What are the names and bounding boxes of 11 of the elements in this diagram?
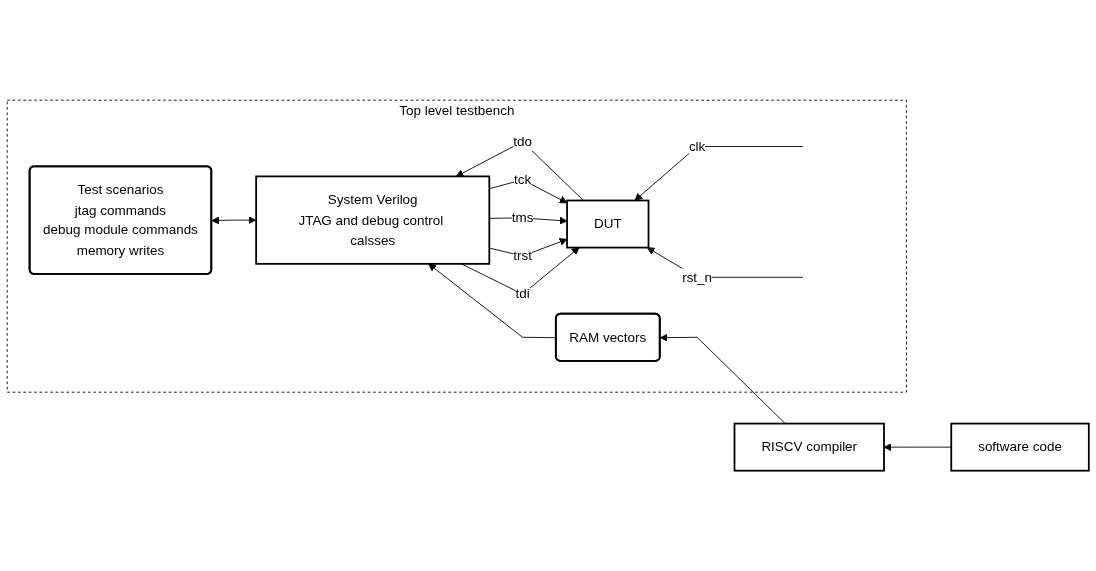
node-box: RISCV compiler	[733, 422, 885, 472]
edge-label: tdo	[513, 133, 532, 149]
edge-label: trst	[513, 247, 532, 264]
edge-label: tdi	[515, 285, 530, 302]
node-box: software code	[950, 422, 1090, 472]
edge-label: tck	[513, 171, 532, 187]
node-box: DUT	[566, 199, 650, 249]
node-box: System Verilog JTAG and debug control calsses	[255, 175, 491, 265]
edge-label: rst_n	[682, 269, 713, 285]
edge-label: tms	[511, 209, 534, 225]
edge-label: clk	[688, 138, 706, 154]
